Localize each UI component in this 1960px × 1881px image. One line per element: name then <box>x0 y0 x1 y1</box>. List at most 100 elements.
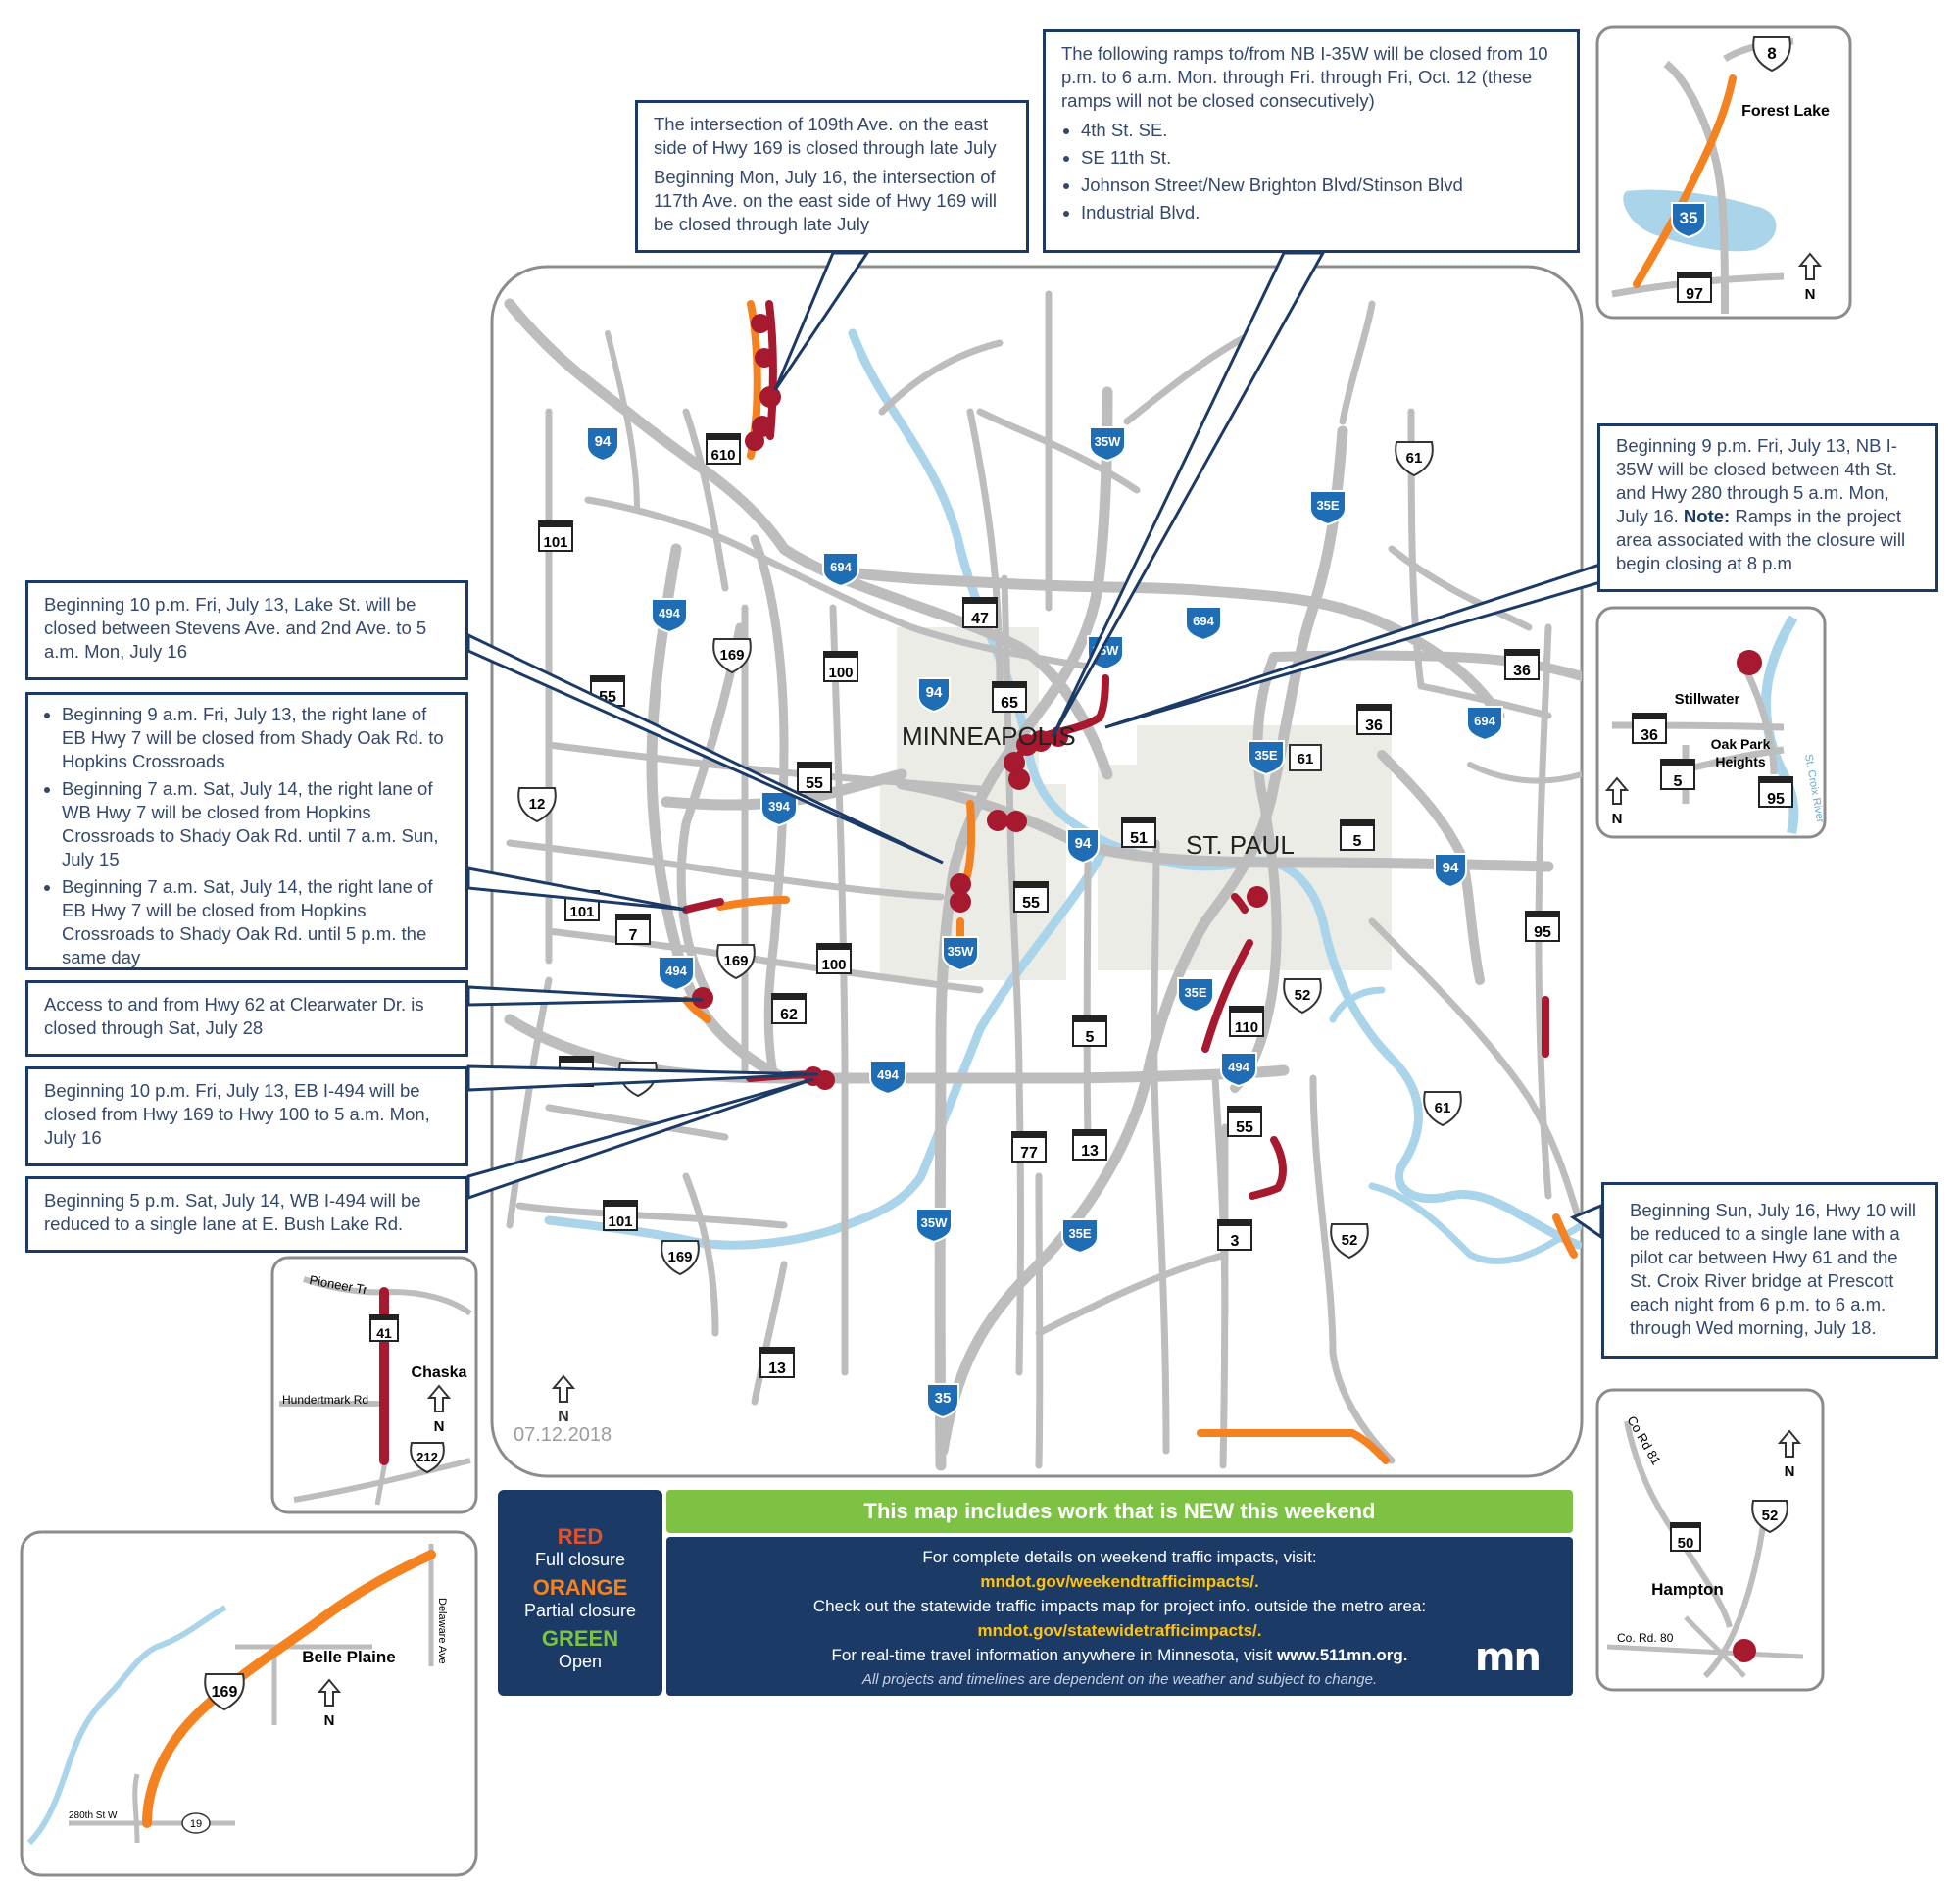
callout-lake-st: Beginning 10 p.m. Fri, July 13, Lake St.… <box>25 580 468 680</box>
svg-text:Heights: Heights <box>1715 754 1766 769</box>
svg-text:94: 94 <box>1075 835 1092 852</box>
svg-text:N: N <box>1785 1463 1795 1480</box>
info-line1: For complete details on weekend traffic … <box>922 1548 1317 1566</box>
svg-text:94: 94 <box>926 684 943 701</box>
info-line3-prefix: For real-time travel information anywher… <box>831 1646 1273 1664</box>
inset-chaska-map: Pioneer Tr Hundertmark Rd 41 212 Chaska … <box>270 1256 478 1514</box>
callout-eb494-text: Beginning 10 p.m. Fri, July 13, EB I-494… <box>44 1080 430 1148</box>
svg-text:97: 97 <box>1686 286 1703 303</box>
svg-text:13: 13 <box>1081 1143 1099 1160</box>
svg-text:94: 94 <box>595 433 612 450</box>
svg-text:51: 51 <box>1130 830 1148 847</box>
svg-text:35E: 35E <box>1254 748 1277 763</box>
511mn-link[interactable]: www.511mn.org. <box>1276 1646 1408 1664</box>
svg-text:101: 101 <box>608 1213 632 1230</box>
list-item: 4th St. SE. <box>1081 119 1561 142</box>
callout-eb-494: Beginning 10 p.m. Fri, July 13, EB I-494… <box>25 1066 468 1166</box>
svg-text:Hampton: Hampton <box>1651 1580 1724 1599</box>
legend-red-label: RED <box>557 1524 604 1549</box>
svg-text:13: 13 <box>768 1361 786 1377</box>
svg-text:95: 95 <box>1534 924 1551 941</box>
svg-text:Hundertmark Rd: Hundertmark Rd <box>282 1393 368 1407</box>
svg-text:101: 101 <box>569 904 594 920</box>
svg-text:212: 212 <box>416 1450 438 1464</box>
svg-text:77: 77 <box>1020 1145 1038 1162</box>
list-item: Beginning 9 a.m. Fri, July 13, the right… <box>62 703 450 773</box>
svg-text:N: N <box>558 1409 569 1425</box>
svg-text:35E: 35E <box>1068 1226 1091 1241</box>
svg-text:36: 36 <box>1513 663 1531 679</box>
statewide-impacts-link[interactable]: mndot.gov/statewidetrafficimpacts/. <box>977 1621 1262 1640</box>
legend-orange-desc: Partial closure <box>523 1601 637 1620</box>
svg-text:61: 61 <box>1298 751 1314 767</box>
svg-text:62: 62 <box>780 1007 798 1023</box>
svg-text:N: N <box>434 1418 445 1435</box>
callout-35w-ramps: The following ramps to/from NB I-35W wil… <box>1043 29 1580 253</box>
svg-text:95: 95 <box>1767 791 1785 808</box>
svg-text:35W: 35W <box>921 1215 948 1230</box>
svg-text:Delaware Ave: Delaware Ave <box>436 1598 448 1664</box>
svg-text:55: 55 <box>806 775 823 792</box>
svg-text:7: 7 <box>629 927 638 944</box>
svg-text:Chaska: Chaska <box>412 1364 467 1381</box>
legend: RED Full closure ORANGE Partial closure … <box>498 1490 662 1696</box>
label-minneapolis: MINNEAPOLIS <box>902 721 1076 751</box>
svg-text:55: 55 <box>1236 1119 1253 1136</box>
callout-wb494-text: Beginning 5 p.m. Sat, July 14, WB I-494 … <box>44 1190 421 1234</box>
callout-hwy7-lanes: Beginning 9 a.m. Fri, July 13, the right… <box>25 692 468 970</box>
callout-35w-ramps-intro: The following ramps to/from NB I-35W wil… <box>1061 43 1548 111</box>
svg-text:Forest Lake: Forest Lake <box>1741 103 1830 120</box>
svg-text:61: 61 <box>1435 1100 1451 1116</box>
callout-nb35w-text: Beginning 9 p.m. Fri, July 13, NB I-35W … <box>1616 435 1897 526</box>
info-box: For complete details on weekend traffic … <box>666 1537 1573 1696</box>
svg-text:5: 5 <box>1353 833 1362 850</box>
legend-orange-label: ORANGE <box>532 1575 628 1600</box>
mn-logo: mn <box>1474 1635 1542 1680</box>
svg-text:35: 35 <box>1680 209 1698 227</box>
interstate-shields: 94 35W 35E 694 494 94 694 35W 694 35E 39… <box>586 426 1503 1419</box>
svg-text:Stillwater: Stillwater <box>1675 691 1740 708</box>
legend-green-label: GREEN <box>541 1626 619 1651</box>
inset-stillwater-map: Stillwater Oak Park Heights St. Croix Ri… <box>1595 606 1827 839</box>
svg-text:100: 100 <box>828 665 853 681</box>
svg-text:610: 610 <box>710 447 735 464</box>
svg-text:280th St W: 280th St W <box>69 1810 118 1821</box>
callout-35w-ramps-list: 4th St. SE. SE 11th St. Johnson Street/N… <box>1061 119 1561 224</box>
callout-lake-st-text: Beginning 10 p.m. Fri, July 13, Lake St.… <box>44 594 427 662</box>
callout-nb35w-note: Ramps in the project area associated wit… <box>1616 506 1906 573</box>
inset-hampton-map: Co Rd 81 Co. Rd. 80 50 52 Hampton N <box>1595 1388 1825 1692</box>
svg-text:94: 94 <box>1443 860 1459 876</box>
inset-forest-lake-map: 8 35 97 Forest Lake N <box>1595 25 1852 320</box>
svg-text:52: 52 <box>1762 1508 1779 1524</box>
svg-text:101: 101 <box>543 534 567 551</box>
svg-text:169: 169 <box>667 1249 692 1265</box>
svg-text:494: 494 <box>659 606 680 620</box>
svg-text:52: 52 <box>1342 1232 1358 1249</box>
north-arrow-icon: N <box>551 1374 576 1425</box>
callout-hwy169-p1: The intersection of 109th Ave. on the ea… <box>654 114 997 158</box>
svg-text:8: 8 <box>1767 44 1776 63</box>
info-line3: For real-time travel information anywher… <box>666 1643 1573 1667</box>
svg-text:N: N <box>1805 286 1816 303</box>
weekend-impacts-link[interactable]: mndot.gov/weekendtrafficimpacts/. <box>980 1572 1259 1591</box>
svg-text:694: 694 <box>1474 714 1495 728</box>
svg-text:35: 35 <box>935 1390 952 1407</box>
svg-text:41: 41 <box>376 1325 392 1341</box>
svg-text:50: 50 <box>1678 1535 1694 1552</box>
list-item: Beginning 7 a.m. Sat, July 14, the right… <box>62 875 450 969</box>
svg-text:110: 110 <box>1235 1019 1258 1036</box>
list-item: SE 11th St. <box>1081 146 1561 170</box>
svg-text:65: 65 <box>1001 695 1018 712</box>
svg-text:36: 36 <box>1365 718 1383 734</box>
svg-text:5: 5 <box>1086 1029 1095 1046</box>
svg-text:100: 100 <box>821 957 846 973</box>
svg-text:694: 694 <box>1193 614 1214 628</box>
svg-text:35E: 35E <box>1184 985 1206 1000</box>
callout-hwy7-list: Beginning 9 a.m. Fri, July 13, the right… <box>44 703 450 969</box>
svg-text:694: 694 <box>830 560 852 574</box>
svg-text:36: 36 <box>1641 727 1658 744</box>
svg-text:169: 169 <box>719 647 744 664</box>
svg-text:494: 494 <box>877 1067 899 1082</box>
callout-nb-35w-closure: Beginning 9 p.m. Fri, July 13, NB I-35W … <box>1597 423 1938 592</box>
callout-hwy62-text: Access to and from Hwy 62 at Clearwater … <box>44 994 424 1038</box>
